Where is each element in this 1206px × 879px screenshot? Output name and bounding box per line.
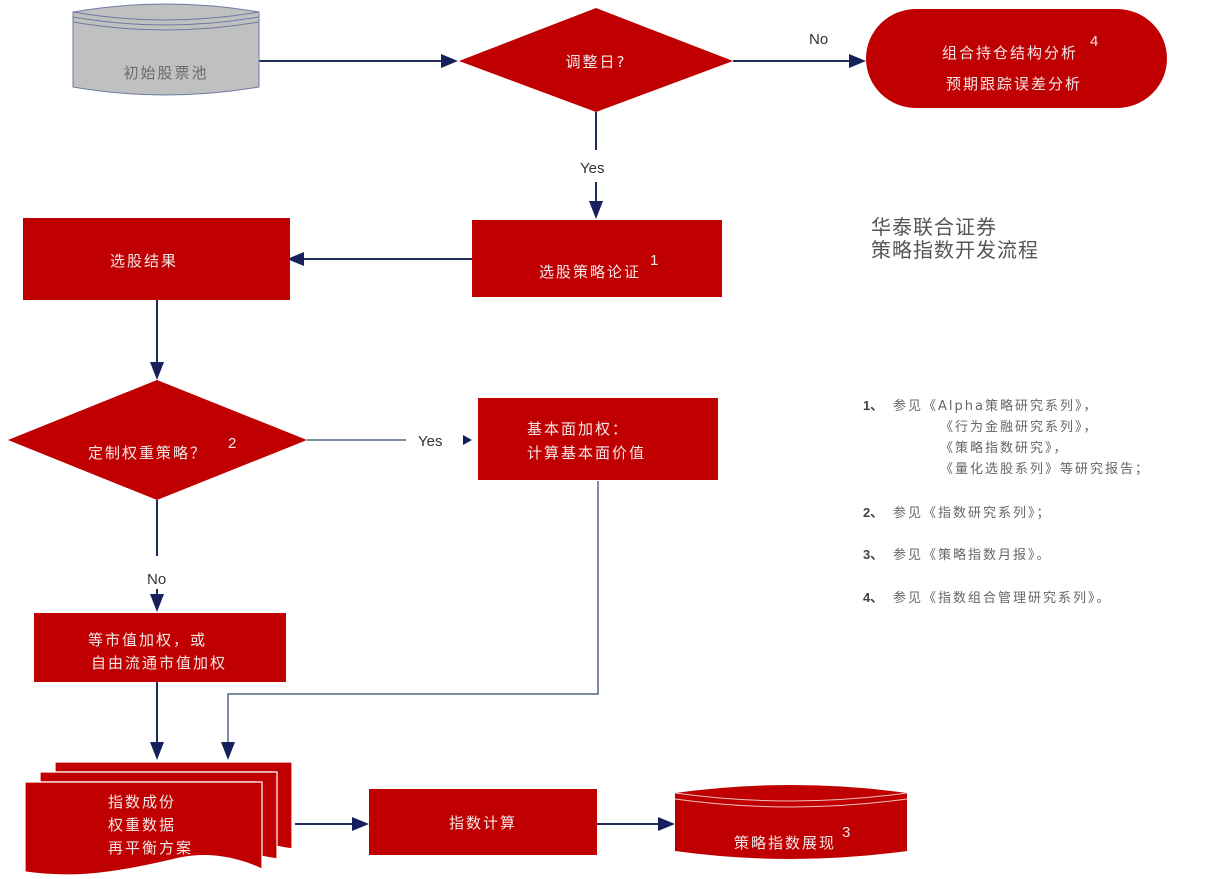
edge-fundamental-to-docs <box>227 481 599 745</box>
footnote-line: 参见《指数研究系列》； <box>893 505 1052 521</box>
rect-shape <box>34 613 286 682</box>
cylinder-body <box>72 3 260 96</box>
diamond-shape <box>459 8 733 112</box>
node-market-cap-weight[interactable]: 等市值加权，或 自由流通市值加权 <box>34 613 286 682</box>
footnote-4: 4、 参见《指数组合管理研究系列》。 <box>863 590 1112 606</box>
node-label: 调整日? <box>566 53 627 71</box>
arrowhead <box>352 817 369 831</box>
diagram-title: 华泰联合证券 策略指数开发流程 <box>871 215 1039 262</box>
node-rebalance-day[interactable]: 调整日? <box>459 8 733 112</box>
footnote-2: 2、 参见《指数研究系列》； <box>863 505 1052 521</box>
node-initial-pool[interactable]: 初始股票池 <box>72 3 260 96</box>
edge-label-rebalance-yes: Yes <box>580 160 604 177</box>
node-label-line1: 基本面加权： <box>527 420 629 438</box>
node-fundamental-weight[interactable]: 基本面加权： 计算基本面价值 <box>478 398 718 480</box>
footnote-ref: 4 <box>1090 33 1098 50</box>
arrowhead <box>150 742 164 760</box>
cylinder-body <box>675 785 907 859</box>
node-index-calc[interactable]: 指数计算 <box>369 789 597 855</box>
cylinder-rim <box>674 798 908 808</box>
node-stock-selection-result[interactable]: 选股结果 <box>23 218 290 300</box>
node-label-line2: 预期跟踪误差分析 <box>946 75 1082 93</box>
footnote-line: 《策略指数研究》， <box>940 440 1069 456</box>
arrowhead <box>221 742 235 760</box>
document-front <box>24 781 263 876</box>
footnote-number: 2、 <box>863 505 883 520</box>
footnote-ref: 1 <box>650 252 658 269</box>
footnote-ref: 3 <box>842 824 850 841</box>
node-label-line3: 再平衡方案 <box>108 839 193 857</box>
footnote-number: 4、 <box>863 590 883 605</box>
node-label-line1: 组合持仓结构分析 <box>942 44 1078 62</box>
rect-shape <box>369 789 597 855</box>
rect-shape <box>478 398 718 480</box>
footnote-line: 《行为金融研究系列》， <box>940 419 1099 435</box>
footnote-1: 1、 参见《Alpha策略研究系列》， 《行为金融研究系列》， 《策略指数研究》… <box>863 398 1150 477</box>
rect-shape <box>472 220 722 297</box>
footnote-line: 《量化选股系列》等研究报告； <box>940 461 1150 477</box>
node-portfolio-analysis[interactable]: 组合持仓结构分析 4 预期跟踪误差分析 <box>866 9 1167 108</box>
edge-label-custom-yes: Yes <box>418 433 442 450</box>
cylinder-rim <box>674 792 908 802</box>
node-label: 初始股票池 <box>123 64 208 82</box>
arrowhead <box>589 201 603 219</box>
rect-shape <box>23 218 290 300</box>
title-line1: 华泰联合证券 <box>871 215 997 239</box>
arrowhead <box>150 594 164 612</box>
diamond-shape <box>8 380 307 500</box>
footnote-ref: 2 <box>228 435 236 452</box>
arrowhead <box>849 54 866 68</box>
footnote-line: 参见《Alpha策略研究系列》， <box>893 398 1098 414</box>
node-label: 选股结果 <box>110 252 178 270</box>
node-custom-weight[interactable]: 定制权重策略？ 2 <box>8 380 307 500</box>
edge-label-custom-no: No <box>147 571 166 588</box>
terminator-shape <box>866 9 1167 108</box>
arrowhead <box>463 435 472 445</box>
edge-label-rebalance-no: No <box>809 31 828 48</box>
node-label-line1: 指数成份 <box>108 793 176 811</box>
footnote-number: 3、 <box>863 547 883 562</box>
cylinder-rim <box>72 21 260 31</box>
node-label: 定制权重策略？ <box>88 444 207 462</box>
node-label: 策略指数展现 <box>734 834 836 852</box>
arrowhead <box>287 252 304 266</box>
footnotes: 1、 参见《Alpha策略研究系列》， 《行为金融研究系列》， 《策略指数研究》… <box>863 398 1150 606</box>
node-label-line2: 计算基本面价值 <box>527 444 646 462</box>
footnote-line: 参见《策略指数月报》。 <box>893 547 1052 563</box>
footnote-line: 参见《指数组合管理研究系列》。 <box>893 590 1112 606</box>
node-index-display[interactable]: 策略指数展现 3 <box>674 785 908 859</box>
node-label-line1: 等市值加权，或 <box>88 631 207 649</box>
arrowhead <box>441 54 458 68</box>
arrowhead <box>150 362 164 380</box>
node-stock-selection-strategy[interactable]: 选股策略论证 1 <box>472 220 722 297</box>
node-index-documents[interactable]: 指数成份 权重数据 再平衡方案 <box>24 761 293 876</box>
node-label: 选股策略论证 <box>539 263 641 281</box>
cylinder-rim <box>72 11 260 21</box>
node-label-line2: 权重数据 <box>108 816 176 834</box>
arrowhead <box>658 817 675 831</box>
node-label-line2: 自由流通市值加权 <box>91 654 227 672</box>
node-label: 指数计算 <box>449 814 517 832</box>
edges <box>150 54 866 831</box>
footnote-number: 1、 <box>863 398 883 413</box>
footnote-3: 3、 参见《策略指数月报》。 <box>863 547 1052 563</box>
title-line2: 策略指数开发流程 <box>871 238 1039 262</box>
cylinder-rim <box>72 16 260 26</box>
